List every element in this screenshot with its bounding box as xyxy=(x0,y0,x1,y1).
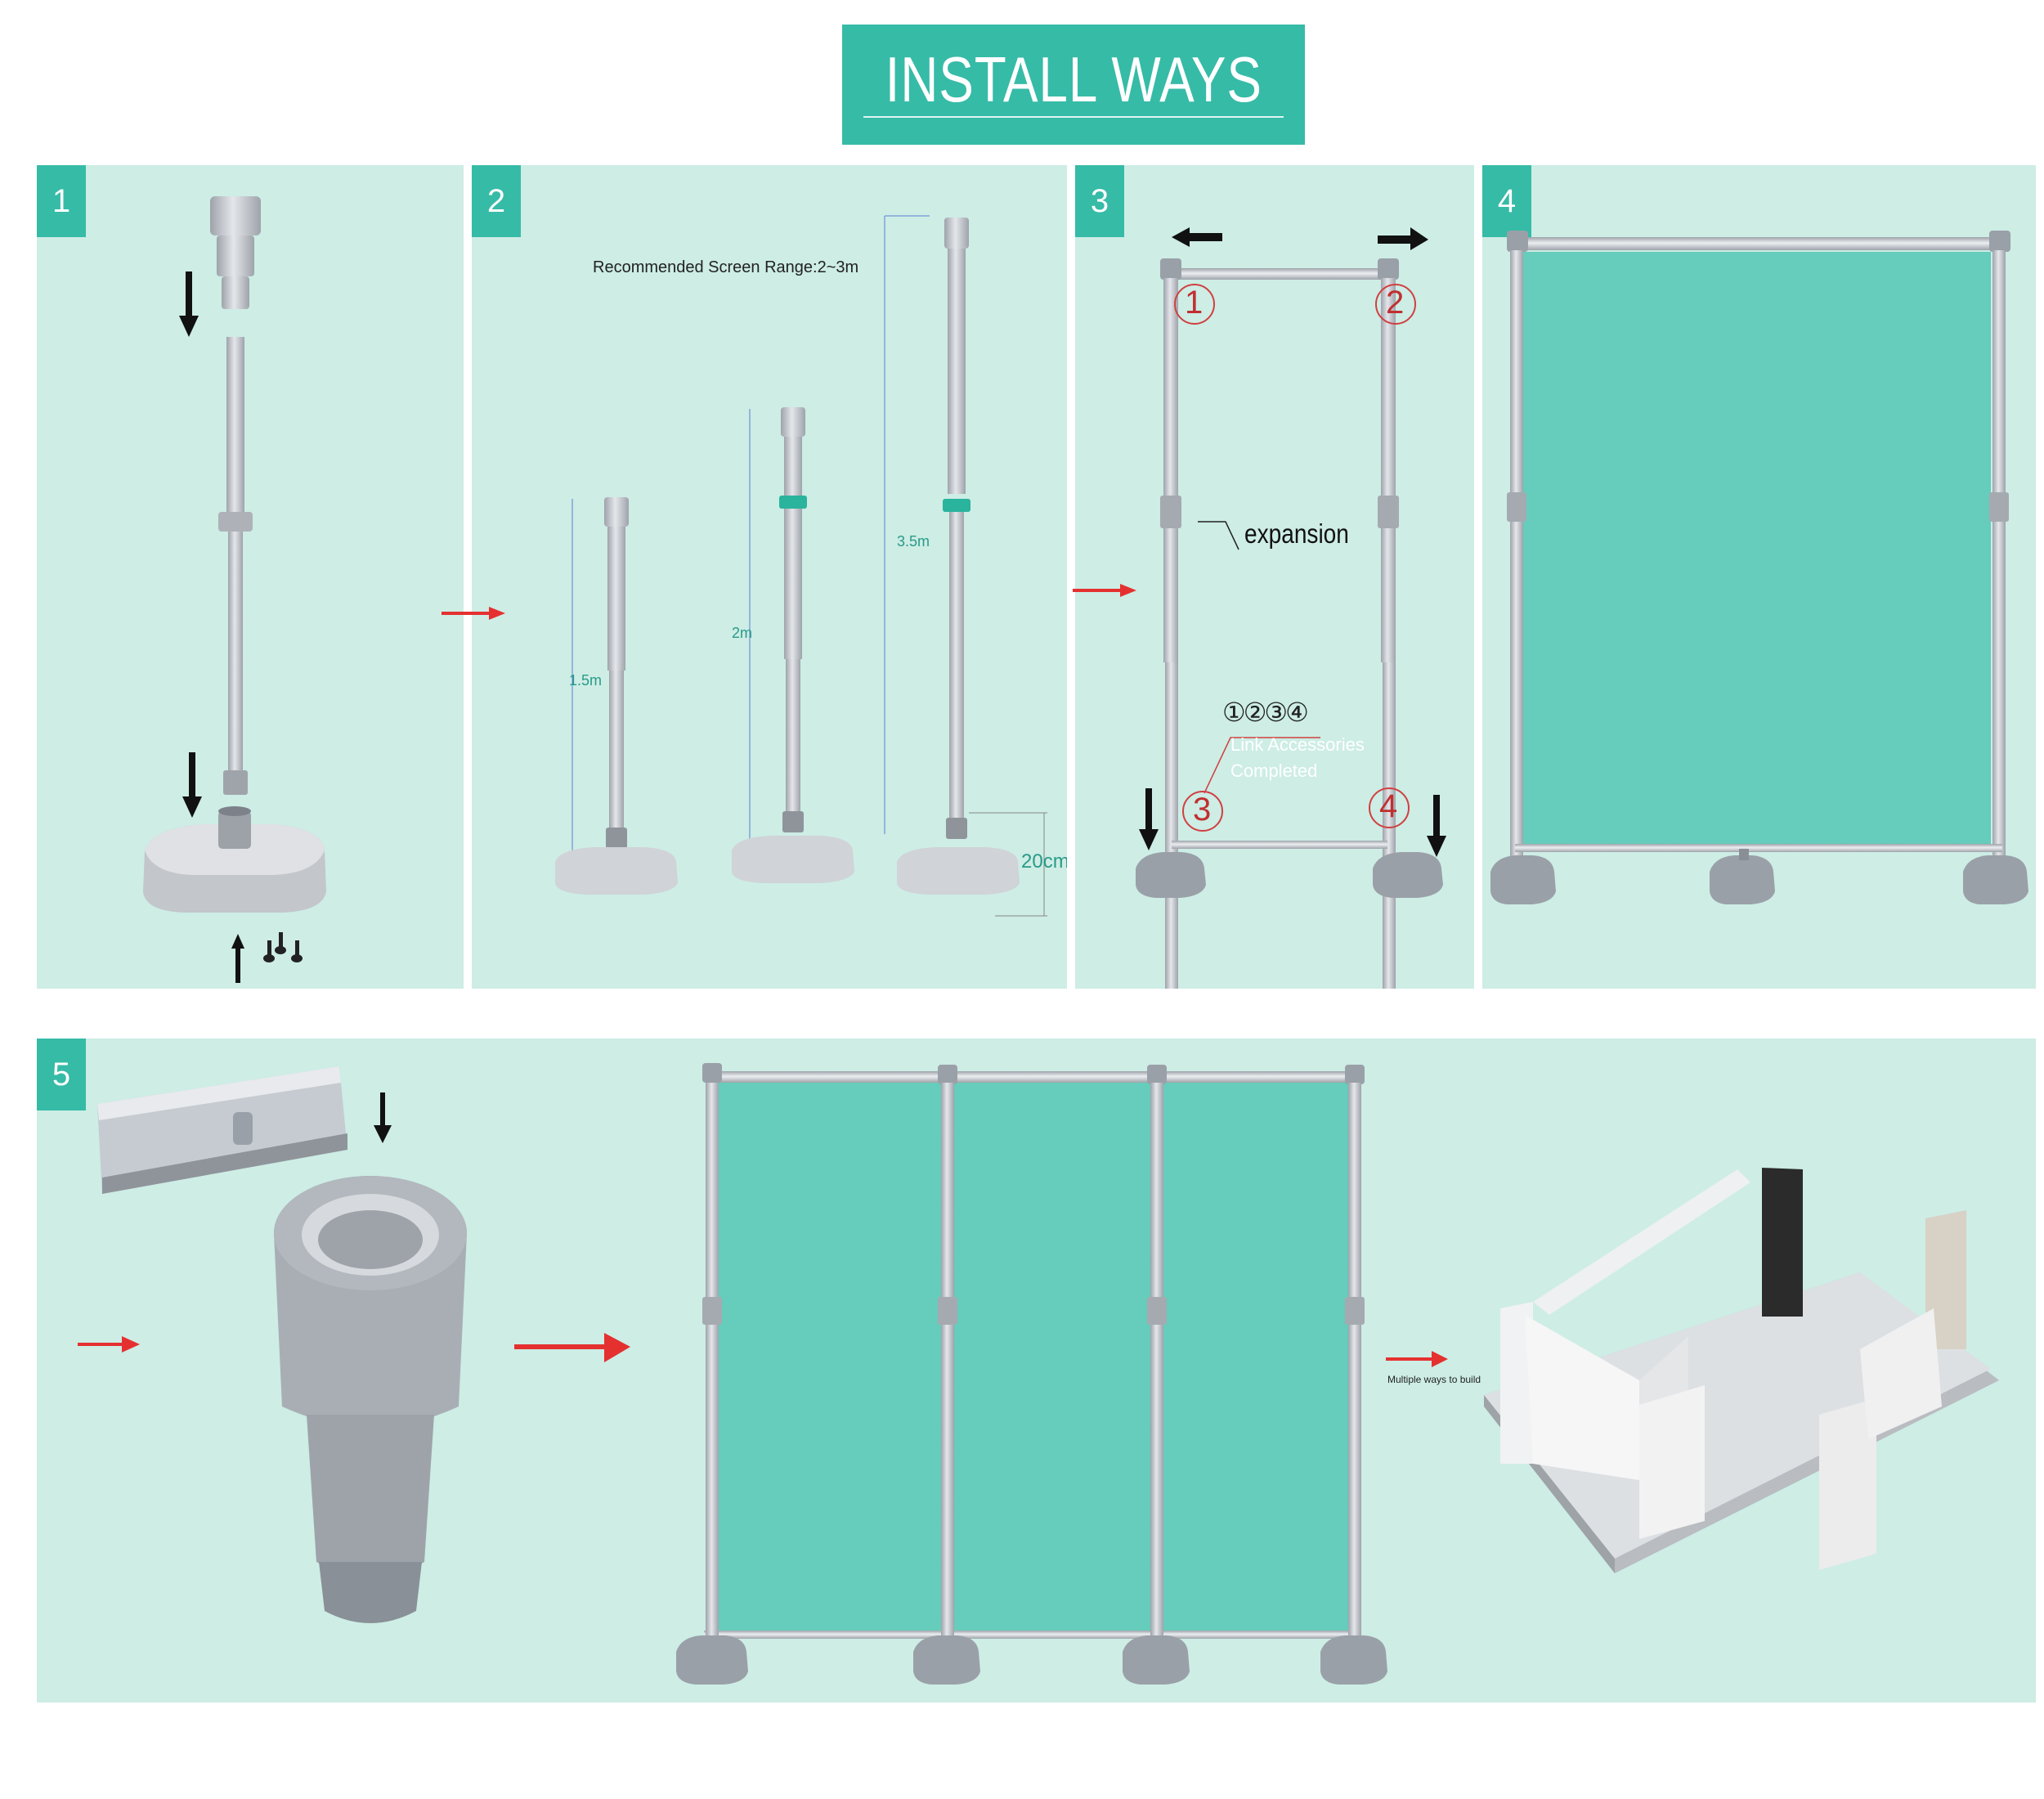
step-number: 3 xyxy=(1075,165,1124,237)
rail-detail xyxy=(97,1066,347,1194)
triple-screen-wall xyxy=(676,1063,1387,1685)
expansion-label: expansion xyxy=(1244,518,1349,549)
red-arrow-icon xyxy=(78,1336,140,1353)
red-arrow-icon xyxy=(1386,1351,1448,1367)
marker-label-3: 3 xyxy=(1193,792,1212,828)
marker-1 xyxy=(1174,284,1215,325)
completed-frame-illustration xyxy=(1490,231,2028,904)
step-number: 2 xyxy=(472,165,521,237)
pole-height-illustration xyxy=(555,215,1047,917)
exhibition-booth xyxy=(1484,1168,1999,1573)
step-3-panel: 3 xyxy=(1075,165,1474,989)
marker-3 xyxy=(1182,791,1223,832)
arrow-down-icon xyxy=(1427,795,1446,857)
marker-2 xyxy=(1375,284,1416,325)
height-label-3-5m: 3.5m xyxy=(897,533,930,550)
arrow-down-icon xyxy=(374,1092,392,1143)
step-4-panel: 4 xyxy=(1482,165,2036,989)
arrow-right-icon xyxy=(1378,227,1428,250)
arrow-left-icon xyxy=(1172,227,1222,247)
step-5-panel: 5 xyxy=(37,1039,2036,1703)
multiple-ways-note: Multiple ways to build xyxy=(1387,1374,1481,1385)
pole-assembly-illustration xyxy=(143,196,326,983)
height-label-2m: 2m xyxy=(732,625,753,641)
arrow-down-icon xyxy=(1139,788,1159,850)
screws-icon xyxy=(263,932,303,962)
connector-and-system-illustration xyxy=(78,1063,1999,1685)
lower-pole xyxy=(228,532,243,777)
arrow-down-icon xyxy=(182,752,202,818)
red-arrow-icon xyxy=(442,607,505,620)
marker-4 xyxy=(1369,787,1410,828)
pole-3-5m xyxy=(884,215,1047,917)
step-2-panel: 2 Recommended Screen Range:2~3m xyxy=(472,165,1067,989)
step-number: 1 xyxy=(37,165,86,237)
connector-fitting-detail xyxy=(274,1176,467,1623)
accessories-symbols: ①②③④ xyxy=(1222,698,1309,727)
step-number: 4 xyxy=(1482,165,1531,237)
arrow-down-icon xyxy=(179,271,199,337)
marker-label-2: 2 xyxy=(1386,285,1405,321)
install-ways-banner: INSTALL WAYS xyxy=(842,25,1305,145)
step-1-panel: 1 xyxy=(37,165,464,989)
frame-assembly-illustration xyxy=(1136,227,1446,989)
arrow-up-icon xyxy=(231,934,244,983)
top-cap xyxy=(210,196,261,236)
screen-range-caption: Recommended Screen Range:2~3m xyxy=(593,258,859,276)
upper-pole xyxy=(226,337,244,514)
red-arrow-icon xyxy=(514,1333,630,1362)
screen-fabric xyxy=(1523,252,1991,849)
red-arrow-icon xyxy=(1073,584,1136,597)
height-label-1-5m: 1.5m xyxy=(569,672,603,689)
marker-label-1: 1 xyxy=(1185,285,1204,321)
page-title: INSTALL WAYS xyxy=(885,43,1262,115)
base-height-label: 20cm xyxy=(1021,850,1067,873)
pole-1-5m xyxy=(555,497,678,895)
accessories-label-line2: Completed xyxy=(1230,760,1318,781)
accessories-label-line1: Link Accessories xyxy=(1230,734,1365,755)
pole-2m xyxy=(732,407,854,883)
title-underline xyxy=(863,116,1284,118)
marker-label-4: 4 xyxy=(1379,788,1398,824)
step-number: 5 xyxy=(37,1039,86,1110)
